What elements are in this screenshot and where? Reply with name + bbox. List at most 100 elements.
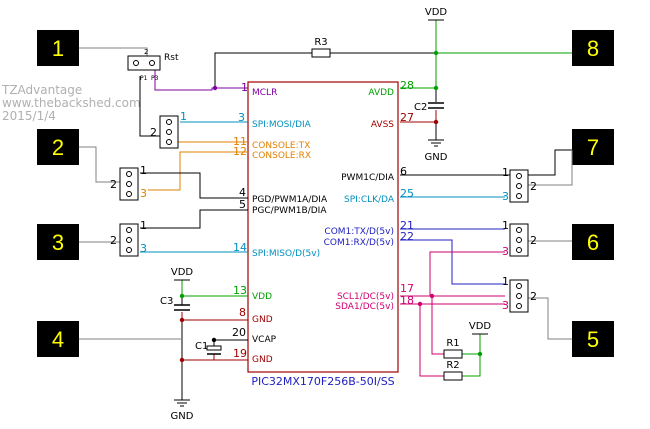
rst-p1: P1 <box>140 75 148 82</box>
wire-console-tx <box>148 151 248 191</box>
hc-pin2: 2 <box>110 234 117 247</box>
pin-4-num: 4 <box>239 186 246 199</box>
vdd-symbol-top: VDD <box>425 7 448 21</box>
vdd-symbol-left: VDD <box>171 267 194 281</box>
pin-17-num: 17 <box>400 282 414 295</box>
gnd-bottom-label: GND <box>171 411 194 422</box>
pin-22-label: COM1:RX/D(5v) <box>324 238 394 248</box>
capacitor-c1: C1 <box>195 341 222 355</box>
hc-pin1: 1 <box>140 219 147 232</box>
watermark-line1: TZAdvantage <box>1 83 82 97</box>
pin-14-num: 14 <box>233 241 247 254</box>
header-right-a: 1 2 3 <box>502 166 537 203</box>
wire-pgc <box>140 209 248 229</box>
ha-pin1: 1 <box>180 110 187 123</box>
pin-27-label: AVSS <box>371 120 394 130</box>
pin-13-num: 13 <box>233 284 247 297</box>
hra-pin3: 3 <box>502 190 509 203</box>
wire-rst-header <box>139 76 160 137</box>
capacitor-c3: C3 <box>160 296 190 311</box>
wire-com1-rx <box>400 239 505 285</box>
rst-jumper: Rst P1 2 P3 <box>127 48 179 82</box>
connector-4-label: 4 <box>52 327 64 352</box>
pin-1-label: MCLR <box>252 88 277 98</box>
connector-7: 7 <box>572 129 614 165</box>
pin-11-label: CONSOLE:TX <box>252 141 310 151</box>
junction-dots <box>179 50 483 363</box>
connector-1-label: 1 <box>52 36 64 61</box>
pin-8-num: 8 <box>239 306 246 319</box>
vdd-symbol-right: VDD <box>469 321 492 335</box>
pin-20-num: 20 <box>232 326 246 339</box>
ha-pin2: 2 <box>150 126 157 139</box>
pin-20-label: VCAP <box>252 335 277 345</box>
connector-2: 2 <box>37 129 79 165</box>
pin-3-label: SPI:MOSI/DIA <box>252 120 312 130</box>
pin-22-num: 22 <box>400 230 414 243</box>
hrc-pin3: 3 <box>502 299 509 312</box>
c2-label: C2 <box>414 102 427 113</box>
hrb-pin1: 1 <box>502 219 509 232</box>
r2-label: R2 <box>446 360 459 371</box>
rst-p2: 2 <box>144 48 148 56</box>
resistor-r3: R3 <box>311 37 331 58</box>
hrc-pin2: 2 <box>530 290 537 303</box>
hra-pin2: 2 <box>530 180 537 193</box>
pin-18-label: SDA1/DC(5v) <box>335 302 394 312</box>
pin-27-num: 27 <box>400 111 414 124</box>
c1-label: C1 <box>195 341 208 352</box>
connector-3-label: 3 <box>52 230 64 255</box>
pin-13-label: VDD <box>252 292 272 302</box>
watermark-line3: 2015/1/4 <box>2 109 56 123</box>
connector-6-label: 6 <box>587 230 599 255</box>
wire-scl-r1 <box>431 296 444 355</box>
wire-sda-r2 <box>419 304 444 377</box>
resistor-r2: R2 <box>443 360 463 381</box>
chip-name: PIC32MX170F256B-50I/SS <box>251 375 394 388</box>
pin-5-num: 5 <box>239 198 246 211</box>
wire-r1-vdd <box>462 334 481 355</box>
header-left-c: 1 2 3 <box>110 219 147 257</box>
connector-8-label: 8 <box>587 36 599 61</box>
connector-8: 8 <box>572 30 614 66</box>
pin-19-label: GND <box>252 355 273 365</box>
wire-r2-vdd <box>462 354 481 377</box>
connector-5: 5 <box>572 321 614 357</box>
watermark-line2: www.thebackshed.com <box>2 96 141 110</box>
wire-mclr <box>154 70 248 91</box>
wire-conn7 <box>528 150 573 186</box>
pin-14-label: SPI:MISO/D(5v) <box>252 249 320 259</box>
pin-8-label: GND <box>252 315 273 325</box>
vdd-right-label: VDD <box>469 321 492 332</box>
connector-4: 4 <box>37 321 79 357</box>
pin-28-num: 28 <box>400 79 414 92</box>
hb-pin3: 3 <box>140 187 147 200</box>
pin-5-label: PGC/PWM1B/DIA <box>252 206 327 216</box>
rst-label: Rst <box>164 53 179 63</box>
header-left-a: 1 2 <box>150 110 187 149</box>
hc-pin3: 3 <box>140 242 147 255</box>
vdd-left-label: VDD <box>171 267 194 278</box>
pin-4-label: PGD/PWM1A/DIA <box>252 195 328 205</box>
r1-label: R1 <box>446 338 459 349</box>
c3-label: C3 <box>160 296 173 307</box>
gnd-symbol-bottom: GND <box>171 399 194 422</box>
wire-r3-left <box>214 52 312 88</box>
pin-12-label: CONSOLE:RX <box>252 151 311 161</box>
connector-1: 1 <box>37 30 79 66</box>
hrb-pin3: 3 <box>502 245 509 258</box>
pic32-chip: PIC32MX170F256B-50I/SS 1 MCLR 3 SPI:MOSI… <box>232 79 414 388</box>
vdd-top-label: VDD <box>425 7 448 18</box>
wire-pgd <box>140 172 248 199</box>
wire-conn2 <box>79 146 120 183</box>
connector-5-label: 5 <box>587 327 599 352</box>
r3-label: R3 <box>314 37 327 48</box>
gnd-symbol-top: GND <box>425 139 448 163</box>
connector-7-label: 7 <box>587 135 599 160</box>
hb-pin2: 2 <box>110 178 117 191</box>
pin-21-label: COM1:TX/D(5v) <box>324 227 394 237</box>
wire-conn5 <box>528 297 572 340</box>
pin-6-label: PWM1C/DIA <box>341 173 395 183</box>
pin-17-label: SCL1/DC(5v) <box>337 292 394 302</box>
